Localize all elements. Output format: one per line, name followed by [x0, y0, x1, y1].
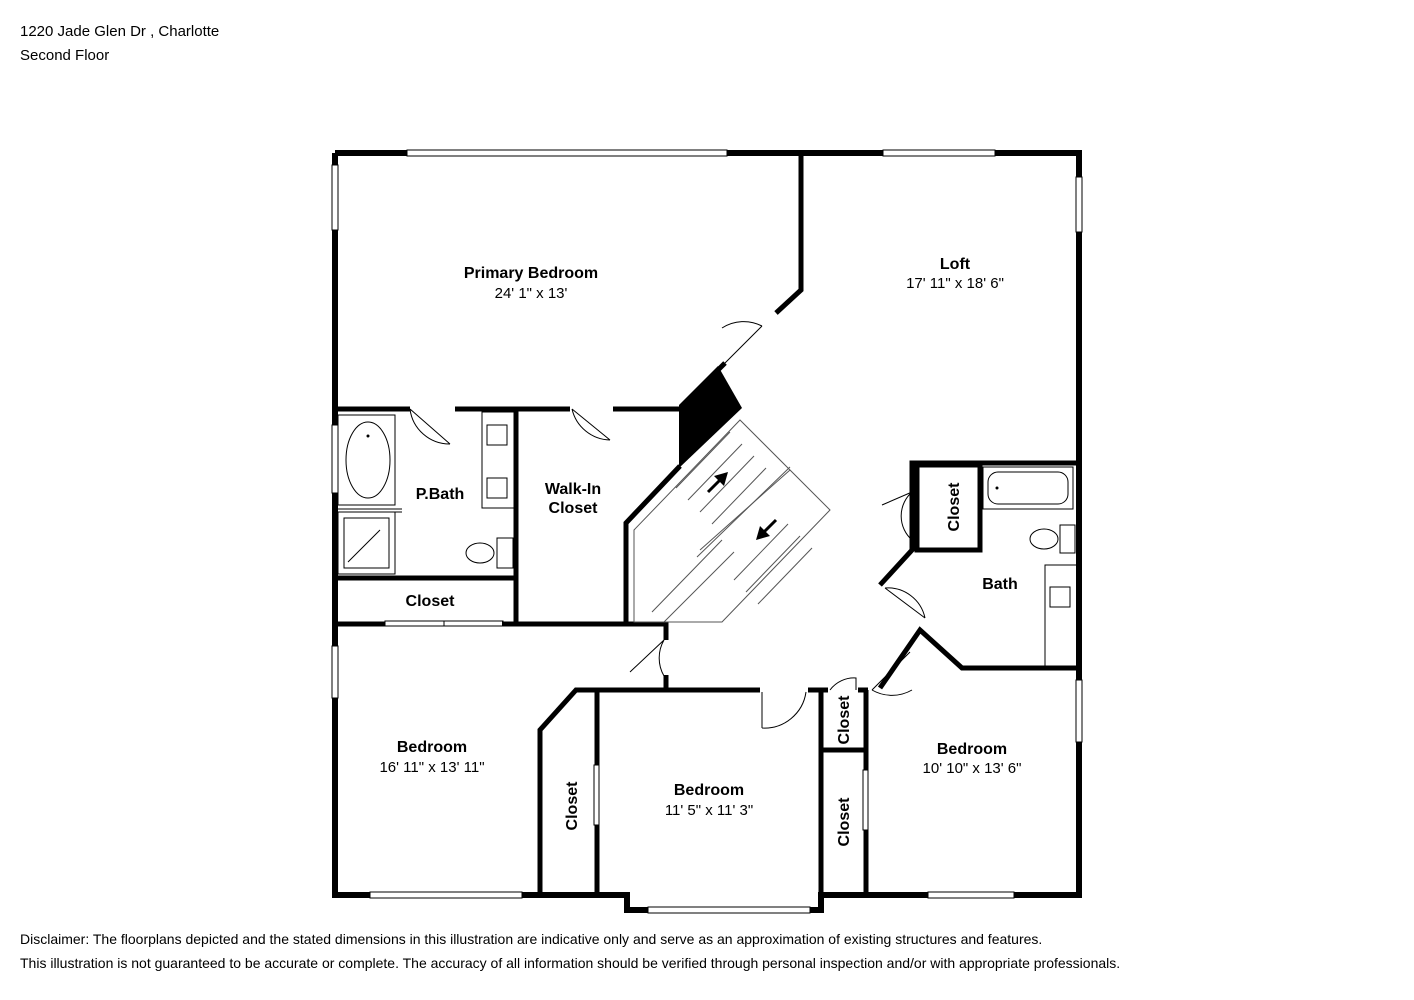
- disclaimer-line-2: This illustration is not guaranteed to b…: [20, 955, 1121, 971]
- bedroom-left-name: Bedroom: [397, 739, 467, 756]
- walk-in-closet-name-1: Walk-In: [545, 481, 601, 498]
- fixtures: [337, 411, 1078, 668]
- bath-name: Bath: [982, 576, 1018, 593]
- floor-label: Second Floor: [20, 47, 110, 64]
- closet-hall-name: Closet: [406, 593, 456, 610]
- stair-up-arrow-icon: [706, 472, 728, 494]
- p-bath-name: P.Bath: [416, 486, 465, 503]
- primary-bedroom-name: Primary Bedroom: [464, 265, 598, 282]
- bedroom-left-dims: 16' 11" x 13' 11": [379, 759, 484, 776]
- doors: [409, 321, 926, 729]
- bedroom-middle-dims: 11' 5" x 11' 3": [665, 802, 753, 819]
- closet-right-name: Closet: [836, 797, 853, 847]
- closet-middle-name: Closet: [564, 781, 581, 831]
- bedroom-right-dims: 10' 10" x 13' 6": [923, 760, 1022, 777]
- closet-small-name: Closet: [836, 695, 853, 745]
- stair-down-arrow-icon: [756, 518, 778, 540]
- sliding-doors: [384, 620, 869, 831]
- loft-name: Loft: [940, 256, 971, 273]
- disclaimer-line-1: Disclaimer: The floorplans depicted and …: [20, 931, 1043, 947]
- windows: [331, 149, 1083, 914]
- bedroom-right-name: Bedroom: [937, 741, 1007, 758]
- staircase: [633, 419, 831, 623]
- primary-bedroom-dims: 24' 1" x 13': [495, 285, 568, 302]
- stair-wall-block: [679, 366, 742, 468]
- property-address: 1220 Jade Glen Dr , Charlotte: [20, 23, 220, 40]
- bedroom-middle-name: Bedroom: [674, 782, 744, 799]
- walk-in-closet-name-2: Closet: [549, 500, 599, 517]
- closet-bath-name: Closet: [946, 482, 963, 532]
- loft-dims: 17' 11" x 18' 6": [906, 275, 1004, 292]
